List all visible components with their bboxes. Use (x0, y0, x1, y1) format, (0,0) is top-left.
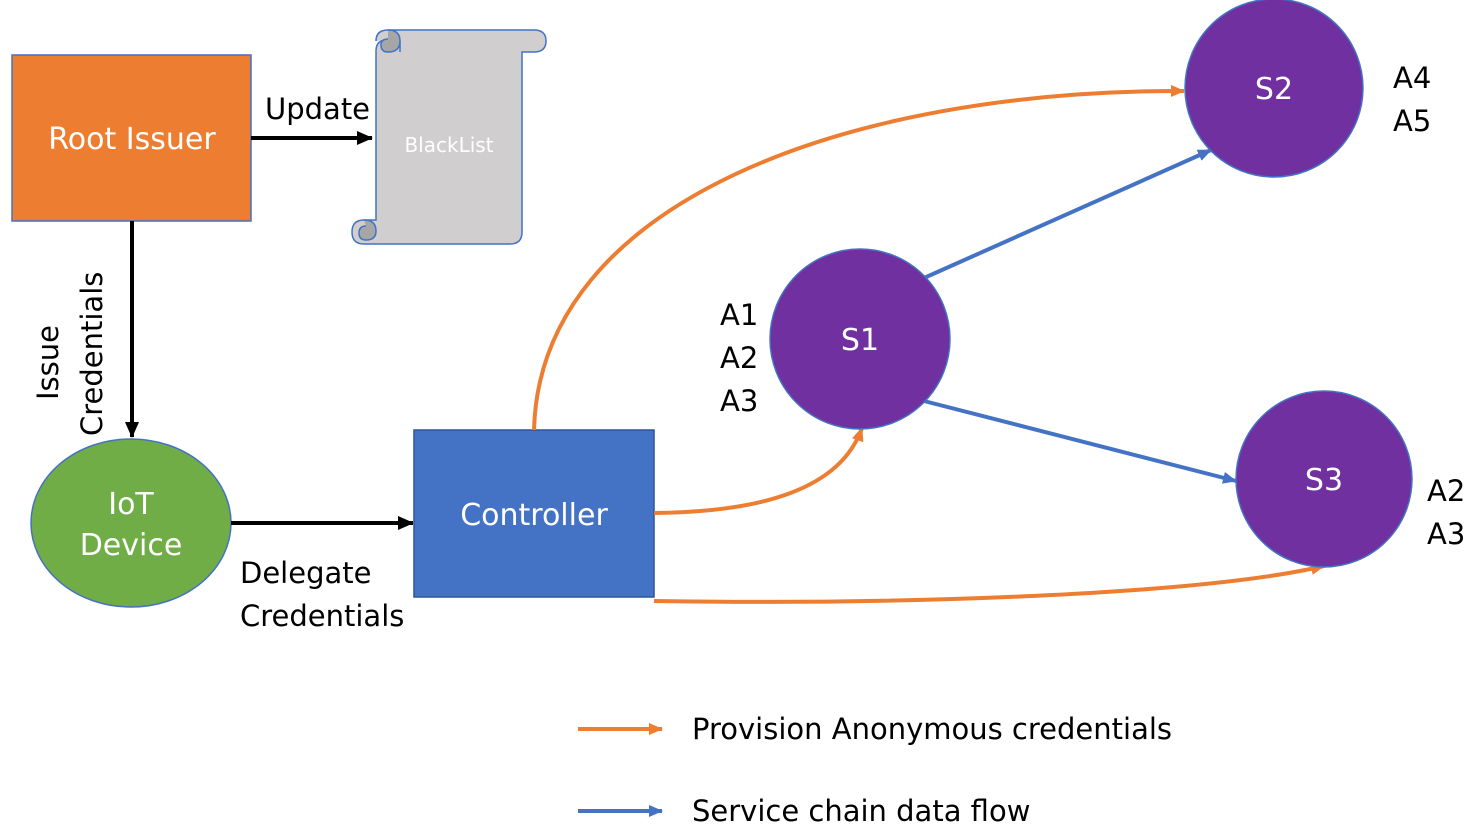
legend-blue-label: Service chain data flow (692, 794, 1030, 828)
s2-attribute: A4 (1393, 61, 1431, 95)
blacklist-label: BlackList (404, 133, 493, 157)
provision-arrow-to-s2 (532, 84, 1185, 431)
s3-attribute: A3 (1427, 517, 1465, 551)
s2-attribute: A5 (1393, 104, 1431, 138)
s3-label: S3 (1305, 463, 1343, 498)
iot-device-node: IoT Device (30, 438, 232, 608)
s1-attribute: A2 (720, 341, 758, 375)
iot-device-label-line2: Device (80, 528, 183, 563)
provision-arrow-to-s3 (653, 563, 1325, 604)
controller-label: Controller (460, 498, 608, 533)
credentials-label: Credentials (75, 272, 109, 436)
service-s2-node: S2 A4 A5 (1184, 0, 1431, 178)
legend: Provision Anonymous credentials Service … (578, 712, 1172, 828)
s2-label: S2 (1255, 72, 1293, 107)
root-issuer-node: Root Issuer (11, 54, 252, 222)
blacklist-scroll: BlackList (351, 29, 547, 245)
update-label: Update (265, 92, 370, 126)
provision-arrow-to-s1 (653, 427, 864, 515)
delegate-credentials-label: Credentials (240, 599, 404, 633)
data-flow-s1-to-s2 (923, 148, 1212, 280)
root-issuer-label: Root Issuer (48, 122, 216, 157)
service-s3-node: S3 A2 A3 (1235, 390, 1465, 568)
s3-attribute: A2 (1427, 474, 1465, 508)
controller-node: Controller (413, 429, 655, 598)
service-s1-node: S1 A1 A2 A3 (720, 248, 951, 430)
delegate-label: Delegate (240, 556, 371, 590)
issue-label: Issue (31, 325, 65, 400)
s1-attribute: A3 (720, 384, 758, 418)
data-flow-s1-to-s3 (923, 399, 1237, 484)
s1-attribute: A1 (720, 298, 758, 332)
legend-orange-label: Provision Anonymous credentials (692, 712, 1172, 746)
s1-label: S1 (841, 323, 879, 358)
iot-device-label-line1: IoT (108, 487, 154, 522)
